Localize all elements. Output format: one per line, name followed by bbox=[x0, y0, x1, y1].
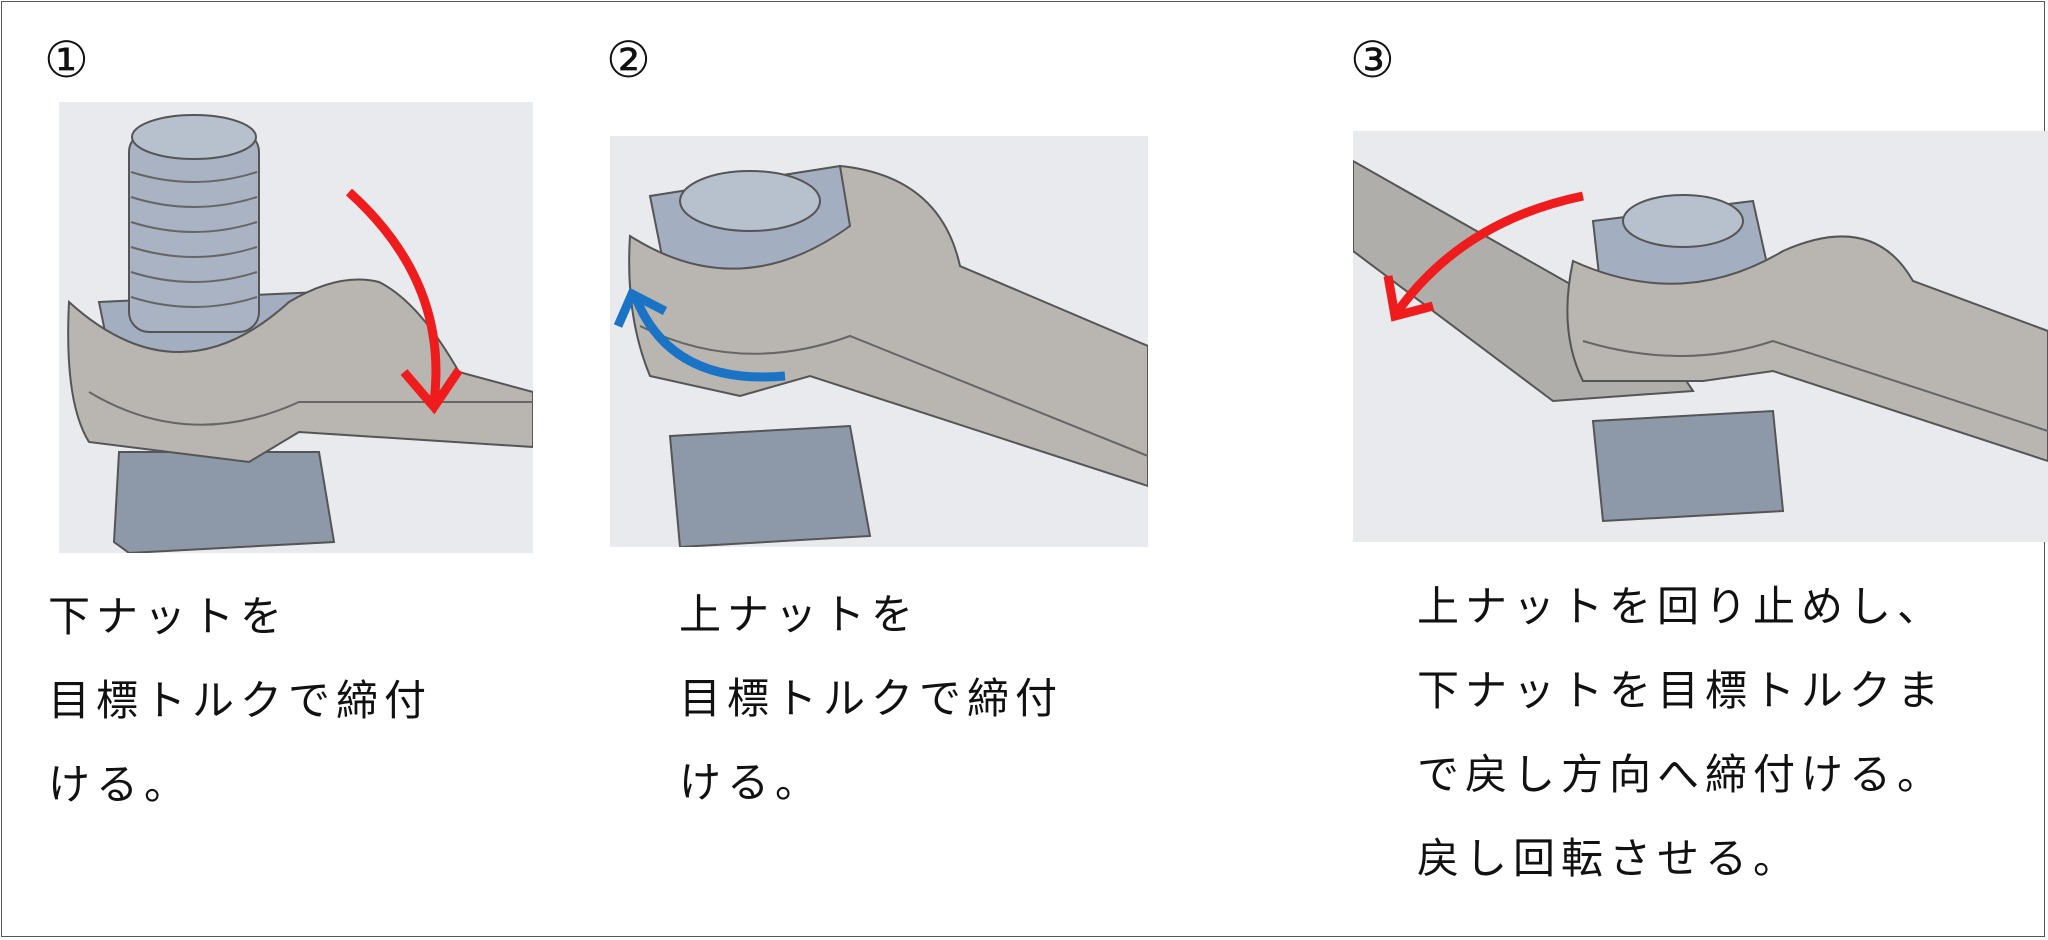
caption-line: ける。 bbox=[48, 760, 193, 809]
step-1-number: ① bbox=[44, 31, 89, 89]
step-3-number: ③ bbox=[1350, 31, 1395, 89]
two-wrenches-counter-rotation-image bbox=[1353, 159, 2048, 523]
caption-line: 上ナットを回り止めし、 bbox=[1417, 582, 1946, 631]
step-1-caption: 下ナットを 目標トルクで締付 ける。 bbox=[48, 575, 432, 827]
caption-line: 目標トルクで締付 bbox=[679, 674, 1064, 723]
step-3-illustration bbox=[1353, 131, 2048, 542]
step-1-illustration bbox=[59, 102, 533, 553]
step-3-caption: 上ナットを回り止めし、 下ナットを目標トルクま で戻し方向へ締付ける。 戻し回転… bbox=[1417, 565, 1945, 901]
step-2-caption: 上ナットを 目標トルクで締付 ける。 bbox=[679, 573, 1063, 825]
caption-line: ける。 bbox=[679, 758, 824, 807]
caption-line: 目標トルクで締付 bbox=[48, 676, 433, 725]
wrench-tightening-lower-nut-image bbox=[67, 114, 533, 553]
caption-line: で戻し方向へ締付ける。 bbox=[1417, 750, 1946, 799]
step-2-number: ② bbox=[606, 31, 651, 89]
caption-line: 下ナットを bbox=[48, 592, 289, 641]
wrench-tightening-upper-nut-image bbox=[613, 164, 1148, 547]
caption-line: 下ナットを目標トルクま bbox=[1417, 666, 1946, 715]
step-2-illustration bbox=[610, 136, 1148, 547]
caption-line: 戻し回転させる。 bbox=[1417, 834, 1802, 883]
caption-line: 上ナットを bbox=[679, 590, 920, 639]
